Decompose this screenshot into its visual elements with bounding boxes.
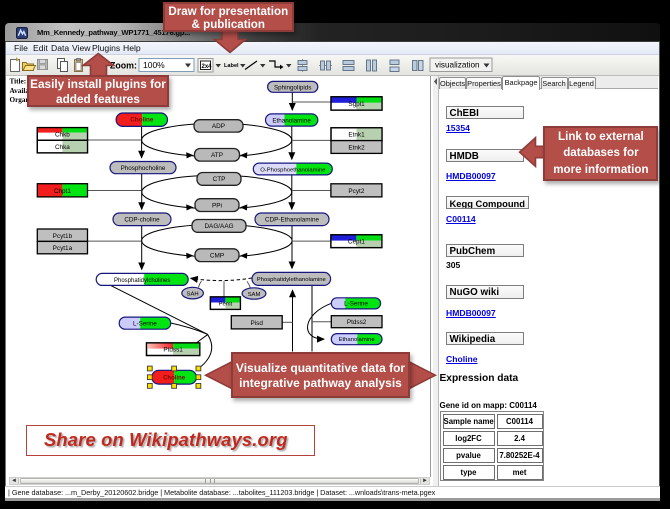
svg-text:Choline: Choline (163, 375, 186, 381)
svg-text:Pemt: Pemt (219, 301, 233, 307)
svg-text:Title:: Title: (10, 77, 27, 85)
svg-text:Cept1: Cept1 (348, 238, 365, 245)
svg-text:Label: Label (224, 63, 239, 69)
svg-text:ADP: ADP (212, 123, 225, 130)
svg-text:Pcyt2: Pcyt2 (348, 187, 364, 194)
svg-text:ATP: ATP (211, 152, 223, 159)
svg-text:Chkb: Chkb (55, 131, 70, 138)
svg-text:SAM: SAM (248, 292, 261, 298)
svg-text:Availab: Availab (10, 87, 33, 95)
svg-text:visualization: visualization (435, 60, 480, 69)
svg-text:Chpt1: Chpt1 (54, 187, 71, 194)
svg-text:Sphingolipids: Sphingolipids (274, 84, 311, 91)
svg-text:CMP: CMP (210, 252, 224, 259)
svg-text:Phosphocholine: Phosphocholine (121, 165, 166, 172)
svg-text:L-Serine: L-Serine (344, 300, 368, 307)
svg-text:Ptdss1: Ptdss1 (163, 346, 183, 353)
svg-text:100%: 100% (143, 59, 165, 69)
svg-text:CTP: CTP (213, 176, 226, 183)
svg-text:DAG/AAG: DAG/AAG (204, 223, 233, 230)
svg-text:Chka: Chka (55, 144, 70, 151)
svg-text:Etnk1: Etnk1 (348, 131, 365, 138)
svg-text:Ethanolamine: Ethanolamine (272, 117, 311, 124)
svg-text:Pcyt1a: Pcyt1a (53, 245, 73, 252)
svg-text:Ethanolamine: Ethanolamine (339, 337, 376, 343)
svg-text:CDP-choline: CDP-choline (124, 216, 160, 223)
svg-text:CDP-Ethanolamine: CDP-Ethanolamine (265, 216, 319, 223)
svg-text:O-Phosphoethanolamine: O-Phosphoethanolamine (260, 167, 326, 173)
svg-text:Pisd: Pisd (250, 319, 263, 326)
svg-text:Sgpl1: Sgpl1 (348, 101, 365, 108)
svg-text:Choline: Choline (130, 116, 154, 123)
svg-text:Pcyt1b: Pcyt1b (53, 232, 73, 239)
svg-text:Organis: Organis (10, 96, 35, 104)
svg-text:Ptdss2: Ptdss2 (347, 319, 367, 326)
svg-text:2x4: 2x4 (202, 63, 213, 69)
svg-text:L-Serine: L-Serine (133, 320, 157, 327)
svg-text:PPi: PPi (212, 202, 222, 209)
svg-text:Etnk2: Etnk2 (348, 144, 365, 151)
svg-text:Phosphatidylethanolamine: Phosphatidylethanolamine (257, 277, 327, 283)
svg-text:Phosphatidylcholines: Phosphatidylcholines (114, 277, 170, 283)
svg-text:SAH: SAH (187, 291, 199, 297)
svg-text:Zoom:: Zoom: (110, 60, 137, 70)
